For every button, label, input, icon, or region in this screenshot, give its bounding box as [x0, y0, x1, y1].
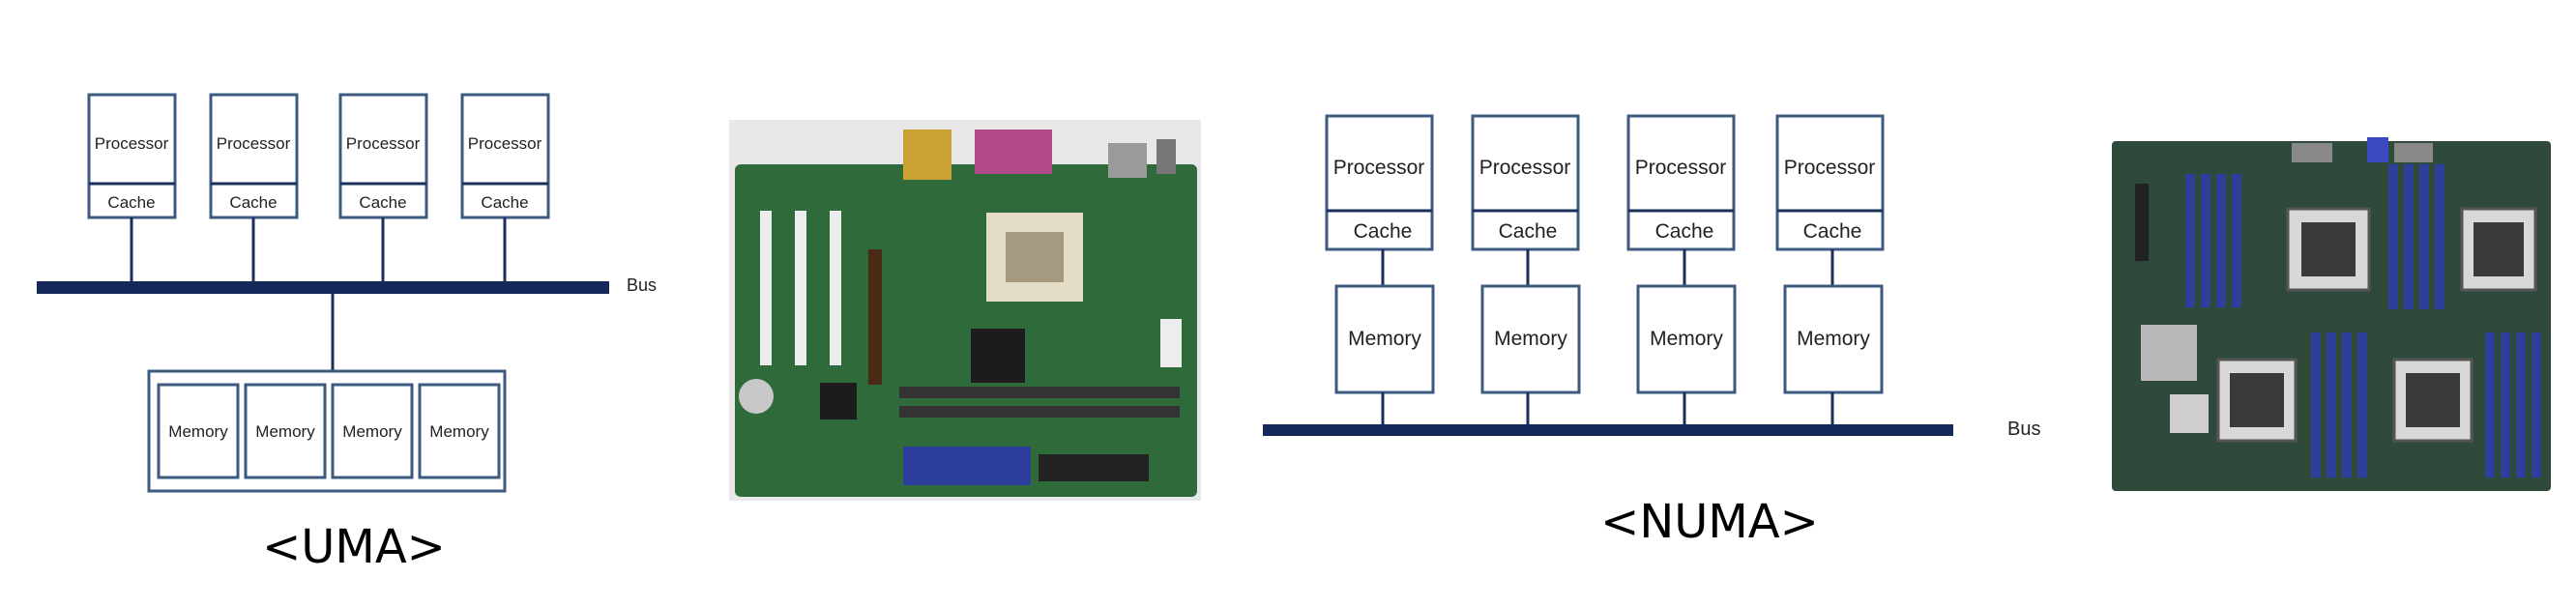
numa-node-2: Processor Cache Memory	[1471, 114, 1581, 425]
uma-memory-box	[244, 383, 327, 479]
numa-bus	[1263, 424, 1953, 436]
uma-cpu-unit-2: Processor Cache	[209, 93, 299, 283]
uma-diagram: Processor Cache Processor Cache Processo…	[37, 93, 657, 574]
uma-memory-box	[157, 383, 240, 479]
uma-memory-label: Memory	[429, 422, 489, 441]
uma-caption: <UMA>	[262, 520, 446, 574]
numa-cache-label: Cache	[1354, 220, 1413, 243]
uma-cpu-box	[209, 93, 299, 219]
uma-cache-label: Cache	[229, 193, 277, 212]
uma-cpu-unit-3: Processor Cache	[338, 93, 428, 283]
numa-memory-label: Memory	[1650, 328, 1723, 350]
numa-cpu-box	[1775, 114, 1885, 251]
uma-bus	[37, 281, 609, 294]
numa-bus-label: Bus	[2007, 419, 2040, 440]
uma-memory-box	[418, 383, 501, 479]
numa-node-4: Processor Cache Memory	[1775, 114, 1885, 425]
uma-cache-label: Cache	[359, 193, 406, 212]
uma-memory-label: Memory	[255, 422, 315, 441]
numa-processor-label: Processor	[1333, 157, 1425, 179]
numa-processor-label: Processor	[1479, 157, 1571, 179]
numa-memory-label: Memory	[1348, 328, 1421, 350]
uma-motherboard-photo	[729, 120, 1201, 501]
numa-diagram: Processor Cache Memory Processor Cache M…	[1263, 114, 2040, 549]
uma-cpu-unit-1: Processor Cache	[87, 93, 177, 283]
numa-cache-label: Cache	[1803, 220, 1862, 243]
numa-motherboard-photo	[2112, 137, 2551, 491]
uma-processor-label: Processor	[346, 134, 421, 153]
numa-cache-label: Cache	[1499, 220, 1558, 243]
uma-cache-label: Cache	[107, 193, 155, 212]
uma-cpu-unit-4: Processor Cache	[460, 93, 550, 283]
uma-processor-label: Processor	[217, 134, 291, 153]
numa-memory-box	[1334, 284, 1435, 394]
numa-processor-label: Processor	[1784, 157, 1876, 179]
uma-memory-label: Memory	[168, 422, 228, 441]
numa-cache-label: Cache	[1655, 220, 1714, 243]
numa-cpu-box	[1325, 114, 1434, 251]
uma-bus-label: Bus	[627, 275, 657, 295]
numa-memory-label: Memory	[1494, 328, 1567, 350]
numa-caption: <NUMA>	[1600, 495, 1819, 549]
uma-memory-label: Memory	[342, 422, 402, 441]
uma-cache-label: Cache	[481, 193, 528, 212]
uma-processor-label: Processor	[95, 134, 169, 153]
numa-node-3: Processor Cache Memory	[1626, 114, 1737, 425]
uma-cpu-box	[338, 93, 428, 219]
numa-cpu-box	[1626, 114, 1736, 251]
uma-cpu-box	[87, 93, 177, 219]
numa-node-1: Processor Cache Memory	[1325, 114, 1435, 425]
numa-processor-label: Processor	[1635, 157, 1727, 179]
numa-memory-box	[1636, 284, 1737, 394]
uma-memory-box	[331, 383, 414, 479]
numa-memory-box	[1480, 284, 1581, 394]
uma-processor-label: Processor	[468, 134, 542, 153]
numa-memory-label: Memory	[1797, 328, 1870, 350]
numa-cpu-box	[1471, 114, 1580, 251]
